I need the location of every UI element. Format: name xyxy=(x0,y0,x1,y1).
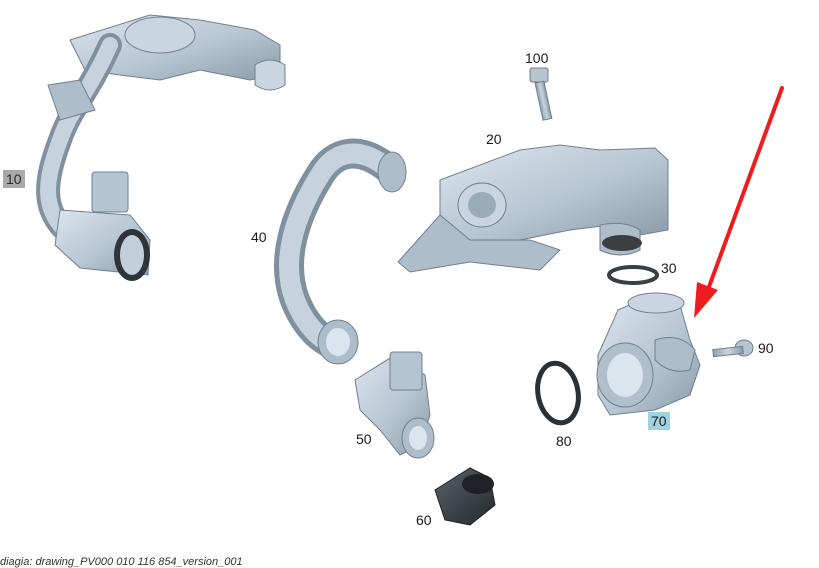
callout-30: 30 xyxy=(661,260,677,276)
part-60-seal xyxy=(434,467,496,526)
callout-50: 50 xyxy=(356,431,372,447)
part-10-hose-assembly xyxy=(36,14,286,281)
part-100-bolt xyxy=(529,67,553,121)
part-30-o-ring xyxy=(607,265,659,285)
callout-100: 100 xyxy=(525,50,549,66)
part-80-seal-ring xyxy=(535,360,581,426)
part-70-flange-pipe xyxy=(596,292,701,416)
callout-70[interactable]: 70 xyxy=(648,412,670,430)
part-50-connector xyxy=(354,351,435,459)
callout-90: 90 xyxy=(758,340,774,356)
drawing-caption: diagia: drawing_PV000 010 116 854_versio… xyxy=(0,556,243,568)
callout-40: 40 xyxy=(251,229,267,245)
callout-20: 20 xyxy=(486,131,502,147)
callout-10: 10 xyxy=(3,170,25,188)
callout-80: 80 xyxy=(556,433,572,449)
red-pointer-arrow xyxy=(694,86,784,318)
part-20-thermostat-housing xyxy=(397,144,669,273)
part-40-hose xyxy=(274,138,407,365)
part-90-screw xyxy=(712,339,754,358)
callout-60: 60 xyxy=(416,512,432,528)
